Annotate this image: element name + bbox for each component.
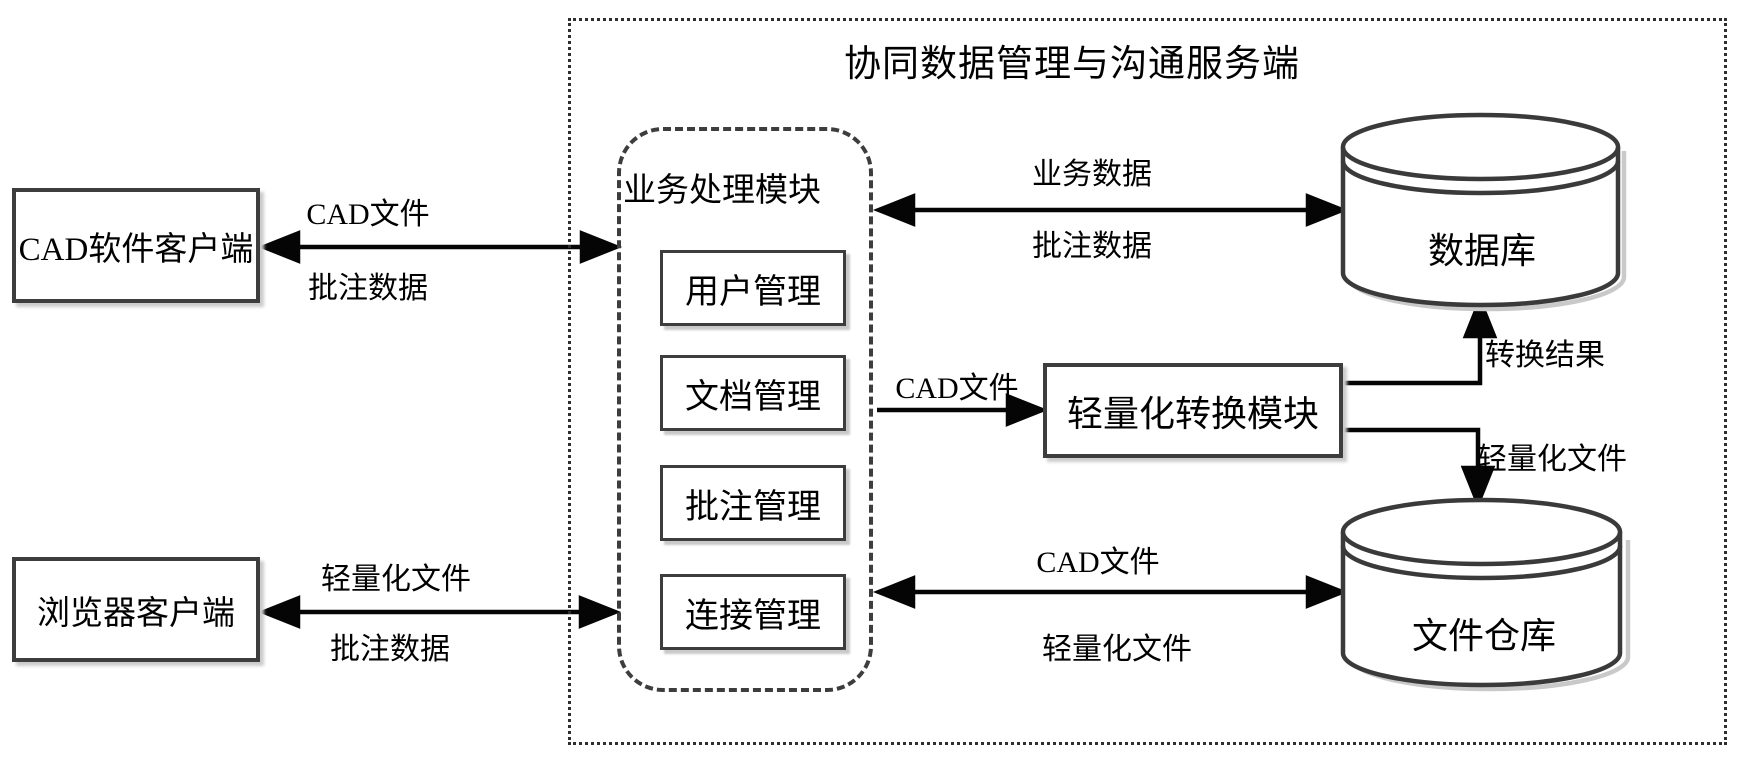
browser-client-box: 浏览器客户端 [12, 557, 260, 662]
submodule-annotation-management: 批注管理 [660, 465, 846, 541]
edge-label-business-data: 业务数据 [1032, 158, 1152, 191]
edge-label-annotation-db: 批注数据 [1032, 230, 1152, 263]
submodule-document-management: 文档管理 [660, 355, 846, 431]
arrow-conversion-filerepo [1343, 427, 1496, 510]
server-boundary-box [568, 18, 1727, 745]
edge-label-lightweight-browser: 轻量化文件 [321, 563, 471, 596]
edge-label-annotation-browser: 批注数据 [330, 633, 450, 666]
file-repository-cylinder [1340, 497, 1631, 692]
business-module-label: 业务处理模块 [623, 173, 821, 209]
file-repository-label: 文件仓库 [1411, 616, 1557, 656]
edge-label-annotation-left-top: 批注数据 [308, 272, 428, 305]
submodule-connection-management: 连接管理 [660, 574, 846, 650]
conversion-module-box: 轻量化转换模块 [1043, 363, 1343, 458]
edge-label-lightweight-down: 轻量化文件 [1477, 443, 1627, 476]
arrow-conversion-database [1343, 294, 1498, 386]
edge-label-cad-file-filerepo: CAD文件 [1036, 546, 1160, 579]
edge-label-lightweight-filerepo: 轻量化文件 [1042, 633, 1192, 666]
server-title: 协同数据管理与沟通服务端 [844, 44, 1300, 85]
arrow-business-filerepo [872, 575, 1349, 609]
edge-label-conversion-result: 转换结果 [1485, 339, 1605, 372]
arrow-cad-client-business [257, 230, 623, 264]
arrow-business-database [872, 193, 1349, 227]
business-module-box [617, 127, 873, 692]
cad-client-box: CAD软件客户端 [12, 188, 260, 303]
edge-label-cad-file-conversion: CAD文件 [895, 372, 1019, 405]
database-cylinder [1340, 112, 1627, 312]
arrow-business-conversion [877, 393, 1049, 427]
submodule-user-management: 用户管理 [660, 250, 846, 326]
database-label: 数据库 [1427, 231, 1537, 271]
edge-label-cad-file-left-top: CAD文件 [306, 198, 430, 231]
arrow-browser-business [257, 595, 622, 629]
